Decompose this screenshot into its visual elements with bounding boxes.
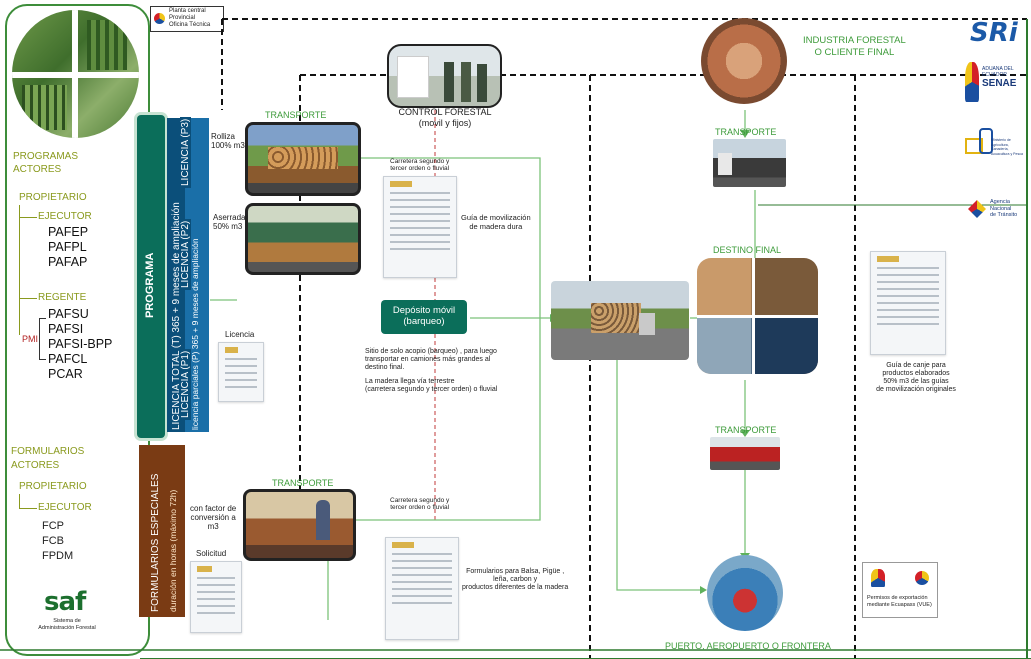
transporte-right-bottom-label: TRANSPORTE xyxy=(715,425,777,435)
destino-label: DESTINO FINAL xyxy=(713,245,782,255)
licencia-doc-label: Licencia xyxy=(225,330,255,339)
regente-label: REGENTE xyxy=(38,292,87,303)
programa-label: PROGRAMA xyxy=(144,252,156,318)
form-ejecutor-label: EJECUTOR xyxy=(38,502,92,513)
ejecutor-label: EJECUTOR xyxy=(38,211,92,222)
formularios-label: FORMULARIOS ESPECIALES xyxy=(150,473,161,612)
forest-collage xyxy=(12,10,139,138)
licencia-parciales-label: licencia parciales (P) 365 + 9 meses de … xyxy=(190,238,200,430)
magap-text: Ministerio de Agricultura, Ganadería, Ac… xyxy=(991,138,1023,156)
guia-canje-doc xyxy=(870,251,946,355)
ejecutor-list: PAFEP PAFPL PAFAP xyxy=(48,225,88,270)
formulario-document xyxy=(385,537,459,640)
programa-bar xyxy=(137,115,165,438)
list-item: FCP xyxy=(42,520,64,532)
guia-movilizacion-doc xyxy=(383,176,457,278)
sri-logo: SRi xyxy=(970,18,1018,48)
saf-logo: saf xyxy=(44,587,86,617)
list-item: PAFPL xyxy=(48,240,87,254)
licencia-p1-label: LICENCIA (P1) xyxy=(180,348,191,420)
ecuador-mini-icon xyxy=(915,571,929,585)
list-item: PAFSU xyxy=(48,307,89,321)
licencia-p3-label: LICENCIA (P3) xyxy=(180,116,191,188)
regente-list: PAFSU PAFSI PAFSI-BPP PAFCL PCAR xyxy=(48,307,112,382)
licencia-p2-label: LICENCIA (P2) xyxy=(180,218,191,290)
ecuador-emblem-icon xyxy=(154,13,165,24)
list-item: PAFSI-BPP xyxy=(48,337,113,351)
senae-mini-icon xyxy=(871,569,885,587)
magap-logo: Ministerio de Agricultura, Ganadería, Ac… xyxy=(965,128,1025,160)
container-truck-photo xyxy=(710,437,780,470)
madera-note: La madera llega vía terrestre(carretera … xyxy=(365,378,498,394)
list-item: FPDM xyxy=(42,550,74,562)
loading-truck-photo xyxy=(243,489,356,561)
licencia-document xyxy=(218,342,264,402)
tree-branch-form xyxy=(19,508,37,509)
solicitud-label: Solicitud xyxy=(196,549,227,558)
destino-collage xyxy=(697,258,818,374)
transporte-bottom-label: TRANSPORTE xyxy=(272,478,334,488)
deposito-movil-box: Depósito móvil(barqueo) xyxy=(381,300,467,334)
sitio-note: Sitio de solo acopio (barqueo) , para lu… xyxy=(365,348,497,372)
list-item: PAFEP xyxy=(48,225,89,239)
pmi-bracket xyxy=(39,318,46,360)
formularios-sub-label: duración en horas (máximo 72h) xyxy=(168,489,178,612)
tree-branch-regente xyxy=(19,298,37,299)
highway-truck-photo xyxy=(551,281,689,360)
formularios-bar xyxy=(139,445,185,617)
port-photo xyxy=(707,555,783,631)
form-list: FCP FCB FPDM xyxy=(42,519,73,564)
tree-branch-ejecutor xyxy=(19,217,37,218)
control-forestal-label: CONTROL FORESTAL(movil y fijos) xyxy=(398,107,492,128)
propietario-label: PROPIETARIO xyxy=(19,192,87,203)
transporte-top-label: TRANSPORTE xyxy=(265,110,327,120)
deposito-label: Depósito móvil(barqueo) xyxy=(392,305,456,327)
formularios-note: Formularios para Balsa, Pigüe ,leña, car… xyxy=(462,568,569,592)
control-forestal-photo xyxy=(387,44,502,108)
form-propietario-label: PROPIETARIO xyxy=(19,481,87,492)
tree-line-2 xyxy=(19,494,20,508)
puerto-label: PUERTO, AEROPUERTO O FRONTERA xyxy=(665,641,831,651)
list-item: FCB xyxy=(42,535,64,547)
industria-photo xyxy=(701,18,787,104)
truck-right-photo xyxy=(713,139,786,187)
solicitud-document xyxy=(190,561,242,633)
transporte-right-top-label: TRANSPORTE xyxy=(715,127,777,137)
list-item: PAFCL xyxy=(48,352,88,366)
list-item: PCAR xyxy=(48,367,83,381)
list-item: PAFSI xyxy=(48,322,84,336)
truck-sawn-photo xyxy=(245,203,361,275)
tree-line-1 xyxy=(19,205,21,335)
list-item: PAFAP xyxy=(48,255,88,269)
pmi-label: PMI xyxy=(22,334,39,344)
truck-logs-photo xyxy=(245,122,361,196)
